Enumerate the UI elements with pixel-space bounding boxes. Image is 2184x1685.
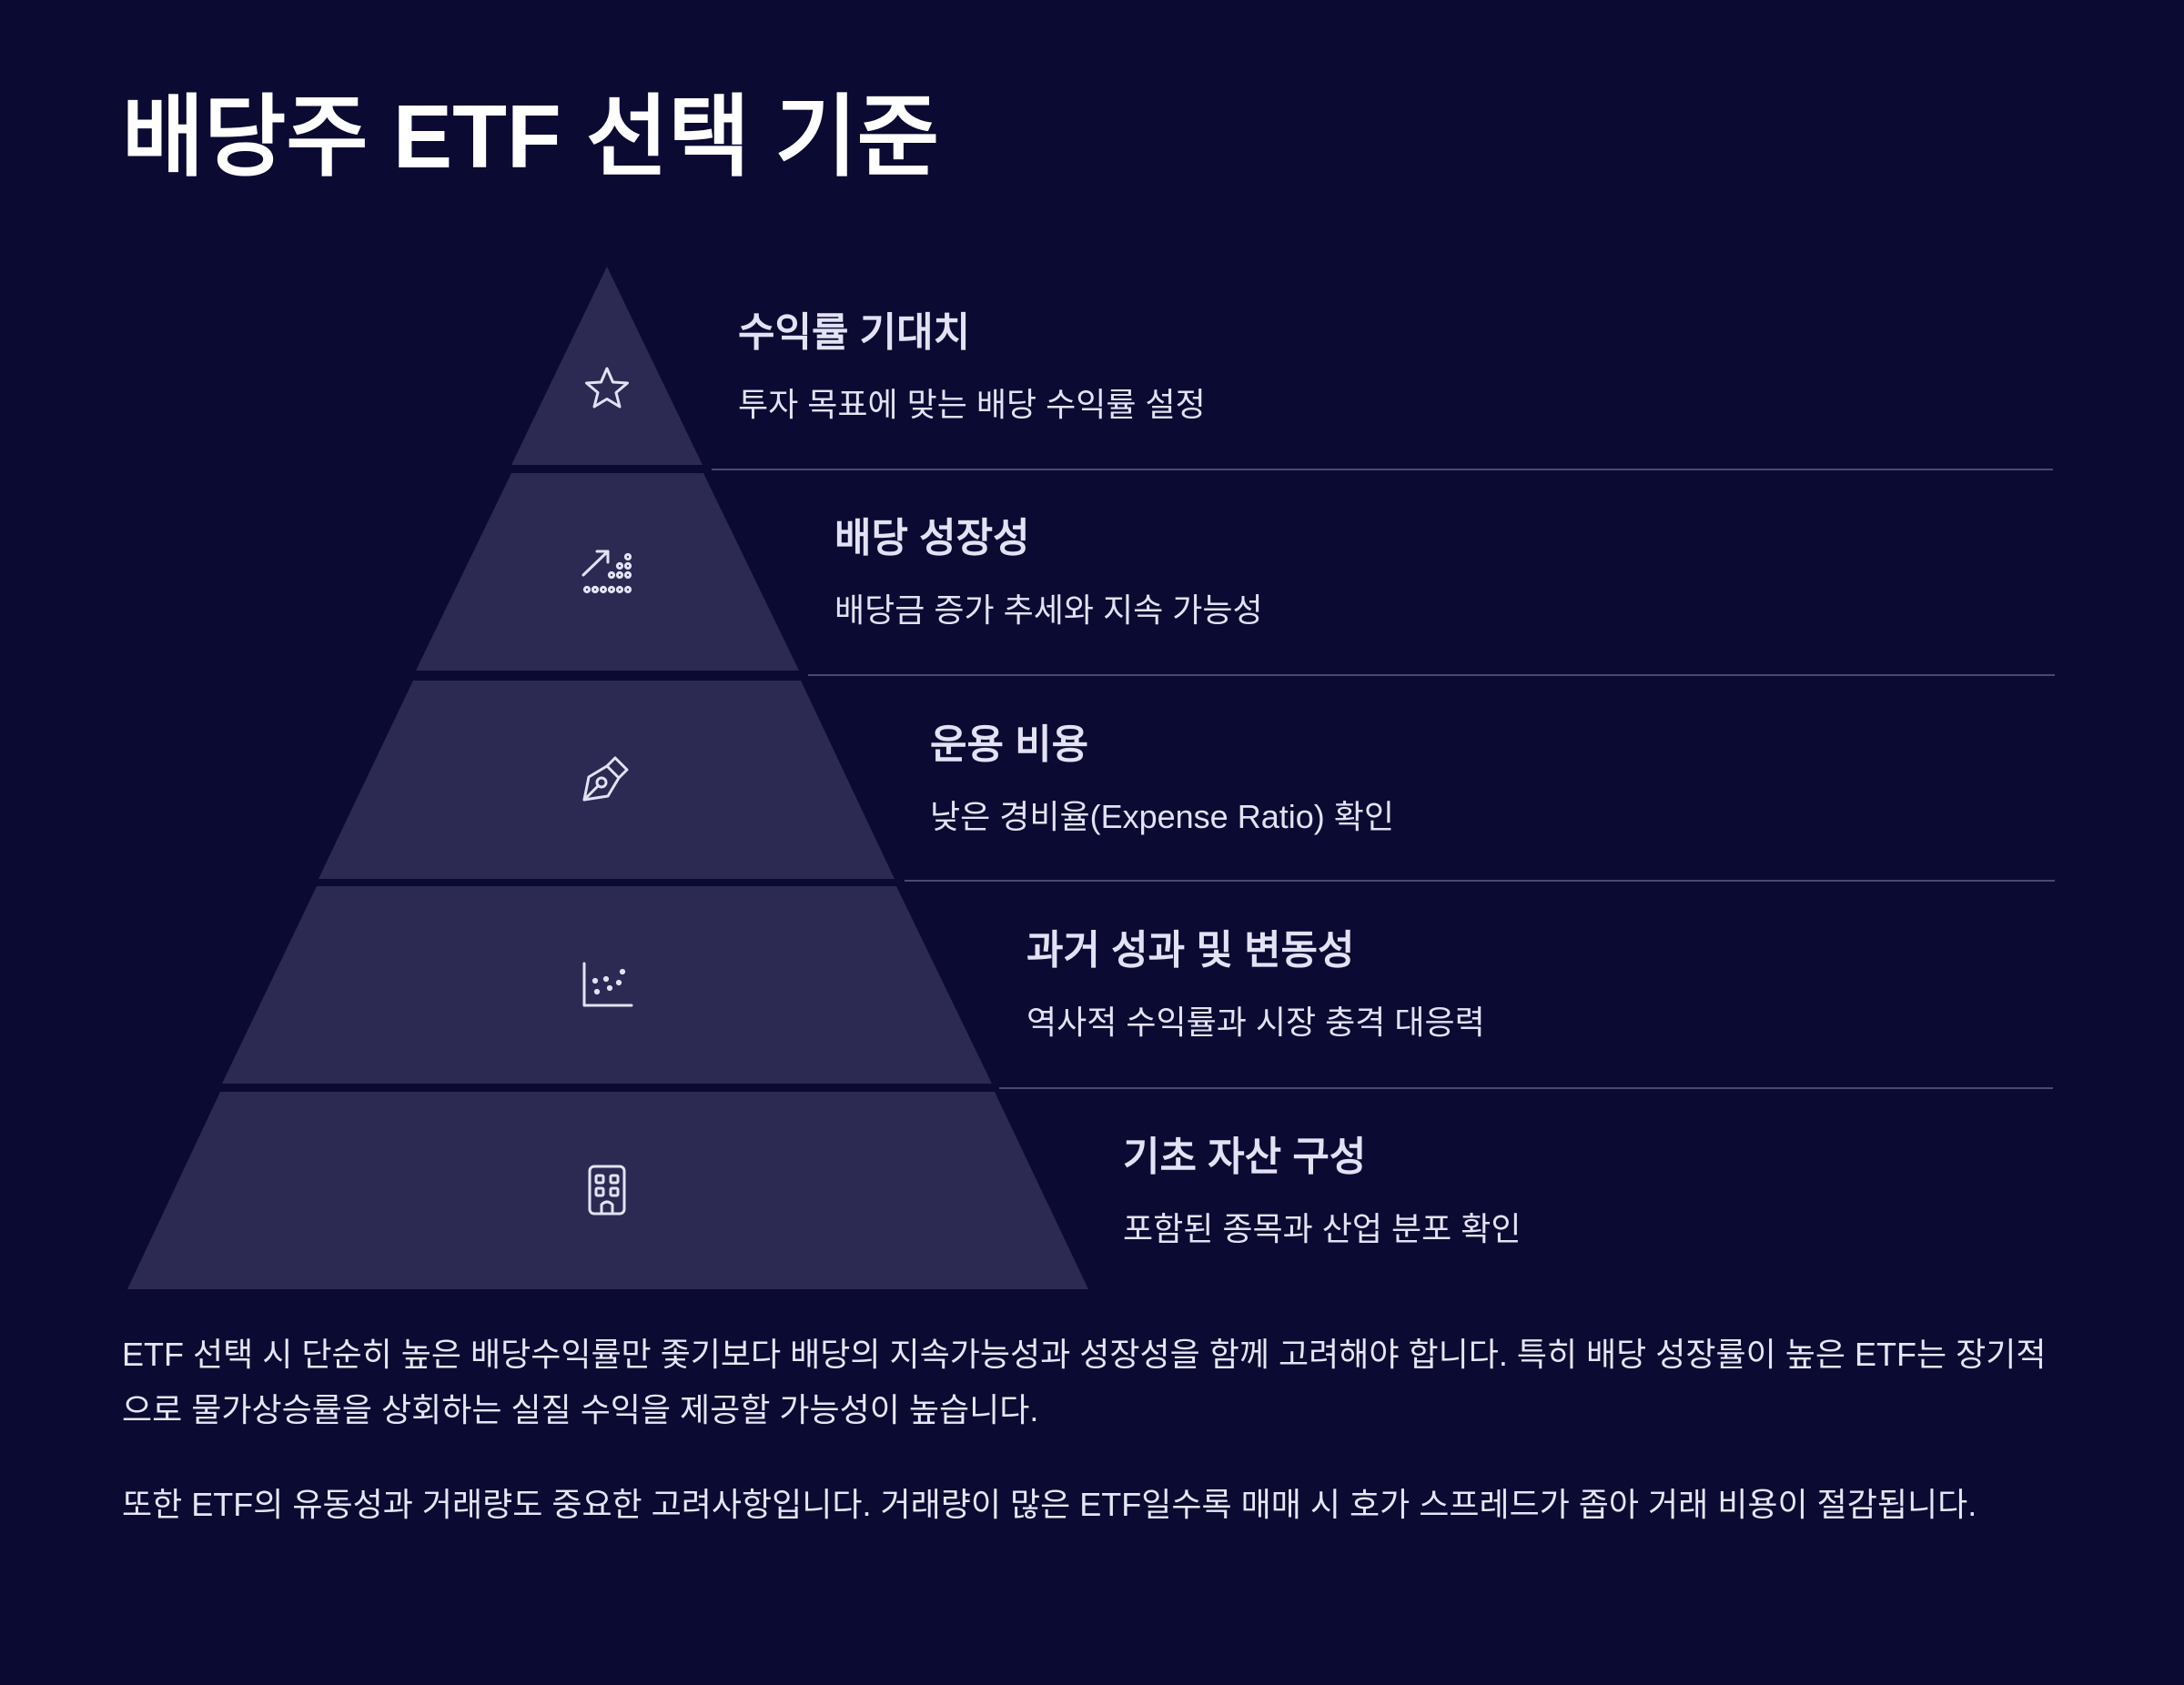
tier-title: 배당 성장성 [834, 516, 1030, 560]
pyramid-tier-shape [222, 886, 992, 1084]
pyramid-tier-4 [222, 886, 2053, 1089]
tier-description: 배당금 증가 추세와 지속 가능성 [834, 591, 1263, 629]
pyramid-tier-shape [416, 473, 799, 671]
tier-description: 낮은 경비율(Expense Ratio) 확인 [930, 798, 1394, 835]
tier-description: 역사적 수익률과 시장 충격 대응력 [1026, 1004, 1485, 1041]
page-title: 배당주 ETF 선택 기준 [122, 86, 939, 187]
tier-description: 포함된 종목과 산업 분포 확인 [1123, 1210, 1522, 1247]
pyramid-tier-5 [127, 1092, 1088, 1289]
star-icon [585, 367, 629, 409]
body-paragraph-2: 또한 ETF의 유동성과 거래량도 중요한 고려사항입니다. 거래량이 많은 E… [122, 1486, 1977, 1523]
pyramid-tier-3 [318, 681, 2055, 882]
pyramid-tier-1 [511, 267, 2053, 470]
trend-chart-icon [581, 550, 632, 594]
building-icon [588, 1165, 626, 1216]
pen-tool-icon [582, 756, 629, 802]
tier-title: 운용 비용 [930, 722, 1089, 767]
tier-title: 과거 성과 및 변동성 [1026, 928, 1355, 973]
tier-title: 기초 자산 구성 [1123, 1135, 1367, 1179]
pyramid-tier-2 [416, 473, 2055, 676]
tier-title: 수익률 기대치 [738, 310, 971, 355]
scatter-chart-icon [582, 962, 633, 1007]
tier-description: 투자 목표에 맞는 배당 수익률 설정 [738, 386, 1206, 423]
body-paragraph-1: ETF 선택 시 단순히 높은 배당수익률만 좇기보다 배당의 지속가능성과 성… [122, 1336, 2047, 1428]
pyramid-tier-shape [511, 267, 703, 465]
pyramid-tier-shape [127, 1092, 1088, 1289]
